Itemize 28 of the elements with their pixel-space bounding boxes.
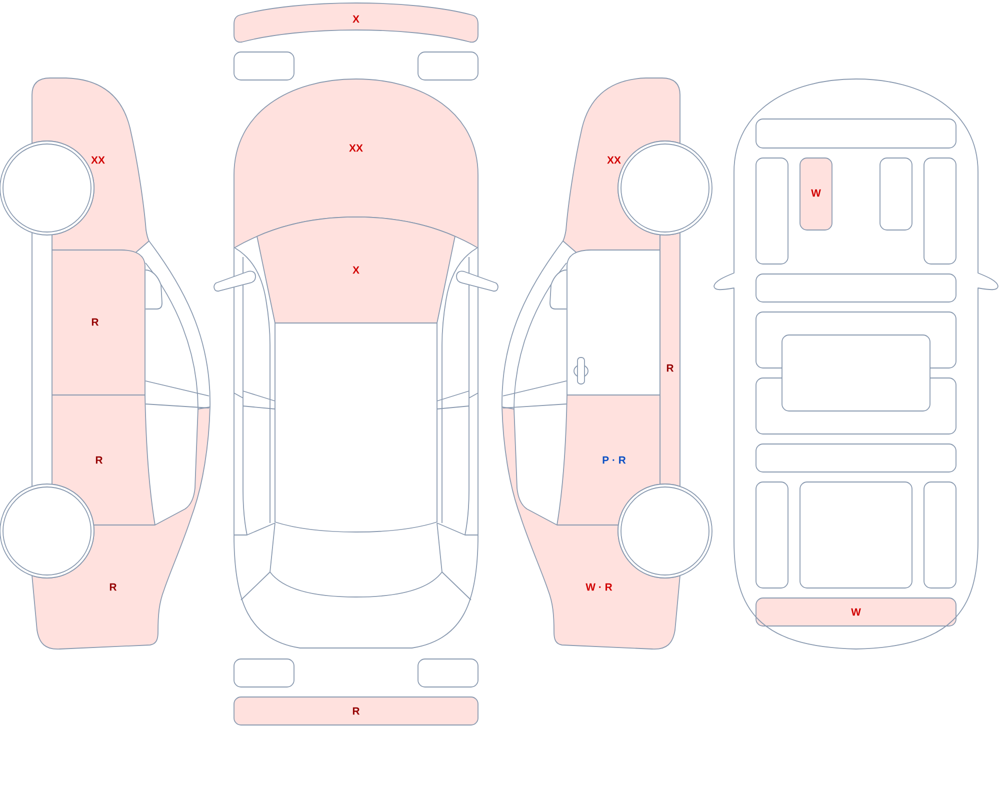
car-panel bbox=[234, 658, 294, 688]
car-panel bbox=[800, 482, 912, 588]
car-panel: W bbox=[756, 598, 956, 626]
car-panel bbox=[756, 482, 788, 588]
car-panel bbox=[924, 482, 956, 588]
car-panel: R bbox=[52, 394, 156, 526]
car-panel: XX bbox=[562, 78, 680, 254]
car-panel bbox=[234, 52, 294, 80]
car-panel: X bbox=[234, 2, 478, 43]
car-panel bbox=[756, 158, 788, 264]
car-panel: P · R bbox=[556, 394, 660, 526]
car-panel bbox=[418, 658, 478, 688]
car-panel bbox=[880, 158, 912, 230]
car-panel: XX bbox=[32, 78, 150, 254]
car-panel bbox=[274, 322, 438, 532]
car-panel bbox=[756, 274, 956, 302]
car-panel: X bbox=[256, 216, 456, 324]
car-panel: R bbox=[52, 250, 146, 396]
car-panel bbox=[782, 334, 930, 412]
car-panel: W bbox=[800, 158, 832, 230]
car-panel bbox=[924, 158, 956, 264]
car-panel bbox=[418, 52, 478, 80]
car-panel: R bbox=[234, 696, 478, 726]
car-panel bbox=[756, 444, 956, 472]
car-panel: XX bbox=[234, 78, 478, 248]
car-panel: R bbox=[660, 232, 680, 487]
car-panel bbox=[566, 250, 660, 396]
car-panel bbox=[756, 118, 956, 148]
